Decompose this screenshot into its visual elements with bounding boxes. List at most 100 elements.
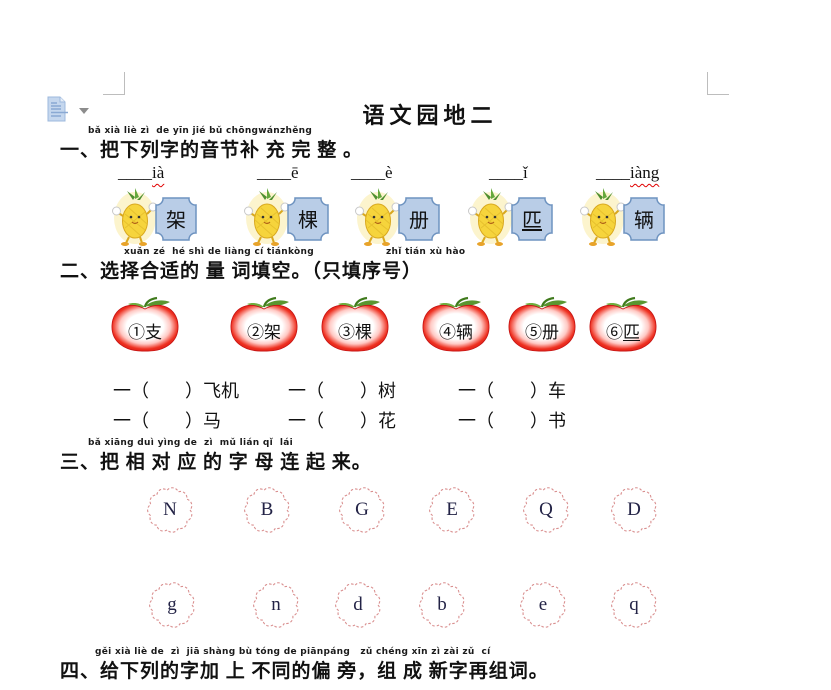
flower-frame: [339, 487, 385, 533]
apple-option[interactable]: ⑤册: [505, 295, 579, 359]
flower-frame: [429, 487, 475, 533]
pinyin-blank: ____è: [351, 163, 393, 183]
blank-line: ____: [257, 163, 291, 182]
blank-pinyin: ǐ: [523, 163, 528, 182]
letter: D: [627, 499, 641, 520]
letter-node-uppercase[interactable]: G: [339, 487, 385, 533]
letter-node-lowercase[interactable]: n: [253, 582, 299, 628]
letter-node-lowercase[interactable]: b: [419, 582, 465, 628]
fill-blank: 一（ ）书: [458, 411, 566, 431]
section2-pinyin-b: zhǐ tián xù hào: [386, 247, 466, 257]
badge-character: 匹: [522, 210, 542, 232]
apple-frame: [230, 296, 298, 352]
paste-options-button[interactable]: [44, 95, 90, 127]
apple-frame: [422, 296, 490, 352]
section4-pinyin: gěi xià liè de zì jiā shàng bù tóng de p…: [95, 647, 491, 657]
letter: n: [271, 594, 281, 615]
letter: q: [629, 594, 639, 615]
option-number: ⑥: [606, 323, 623, 342]
fill-blank: 一（ ）花: [288, 411, 396, 431]
measure-word: 册: [542, 323, 559, 342]
page-margin-corner-tl: [103, 72, 125, 95]
apple-frame: [321, 296, 389, 352]
character-badge: 棵: [284, 194, 332, 244]
pineapple-mascot: [354, 186, 401, 251]
section1-heading: 一、把下列字的音节补 充 完 整 。: [60, 140, 364, 161]
letter: e: [538, 594, 548, 615]
flower-frame: [335, 582, 381, 628]
apple-option[interactable]: ②架: [227, 295, 301, 359]
apple-label: ②架: [227, 318, 301, 343]
apple-label: ③棵: [318, 318, 392, 343]
fill-blank: 一（ ）马: [113, 411, 221, 431]
measure-word: 辆: [456, 323, 473, 342]
letter-node-uppercase[interactable]: Q: [523, 487, 569, 533]
fill-blank: 一（ ）车: [458, 381, 566, 401]
apple-frame: [111, 296, 179, 352]
section2-heading: 二、选择合适的 量 词填空。（只填序号）: [60, 261, 423, 282]
pineapple-mascot: [579, 186, 626, 251]
letter-node-uppercase[interactable]: B: [244, 487, 290, 533]
measure-word: 支: [145, 323, 162, 342]
letter-node-uppercase[interactable]: D: [611, 487, 657, 533]
letter: E: [446, 499, 458, 520]
flower-frame: [149, 582, 195, 628]
flower-frame: [520, 582, 566, 628]
pineapple-mascot: [111, 186, 158, 251]
flower-frame: [147, 487, 193, 533]
option-number: ⑤: [525, 323, 542, 342]
apple-frame: [508, 296, 576, 352]
pineapple-mascot: [243, 186, 290, 251]
letter-node-lowercase[interactable]: g: [149, 582, 195, 628]
letter-node-lowercase[interactable]: q: [611, 582, 657, 628]
blank-line: ____: [118, 163, 152, 182]
fill-blank: 一（ ）树: [288, 381, 396, 401]
character-card[interactable]: 架: [111, 186, 200, 251]
flower-frame: [253, 582, 299, 628]
apple-frame: [589, 296, 657, 352]
letter: G: [355, 499, 369, 520]
option-number: ①: [128, 323, 145, 342]
letter-node-uppercase[interactable]: N: [147, 487, 193, 533]
character-badge: 架: [152, 194, 200, 244]
blank-line: ____: [596, 163, 630, 182]
flower-frame: [611, 582, 657, 628]
flower-frame: [611, 487, 657, 533]
section3-heading: 三、把 相 对 应 的 字 母 连 起 来。: [60, 452, 372, 473]
blank-line: ____: [489, 163, 523, 182]
apple-option[interactable]: ①支: [108, 295, 182, 359]
blank-pinyin: è: [385, 163, 393, 182]
flower-frame: [419, 582, 465, 628]
option-number: ④: [439, 323, 456, 342]
letter-node-uppercase[interactable]: E: [429, 487, 475, 533]
pinyin-blank: ____ē: [257, 163, 299, 183]
dropdown-arrow-icon[interactable]: [79, 108, 89, 114]
section2-pinyin-a: xuǎn zé hé shì de liàng cí tiánkòng: [124, 247, 314, 257]
apple-option[interactable]: ③棵: [318, 295, 392, 359]
blank-pinyin: ē: [291, 163, 299, 182]
badge-character: 辆: [634, 210, 654, 232]
character-card[interactable]: 册: [354, 186, 443, 251]
letter: d: [353, 594, 363, 615]
flower-frame: [244, 487, 290, 533]
badge-character: 册: [409, 210, 429, 232]
letter: Q: [539, 499, 553, 520]
section1-pinyin: bǎ xià liè zì de yīn jié bǔ chōngwánzhěn…: [88, 126, 313, 136]
letter: g: [167, 594, 177, 615]
character-badge: 册: [395, 194, 443, 244]
character-card[interactable]: 辆: [579, 186, 668, 251]
pinyin-blank: ____iàng: [596, 163, 659, 183]
letter-node-lowercase[interactable]: d: [335, 582, 381, 628]
letter-node-lowercase[interactable]: e: [520, 582, 566, 628]
option-number: ③: [338, 323, 355, 342]
apple-option[interactable]: ④辆: [419, 295, 493, 359]
apple-label: ①支: [108, 318, 182, 343]
measure-word: 匹: [623, 323, 640, 342]
page-margin-corner-tr: [707, 72, 729, 95]
apple-option[interactable]: ⑥匹: [586, 295, 660, 359]
pineapple-mascot: [467, 186, 514, 251]
apple-label: ④辆: [419, 318, 493, 343]
character-card[interactable]: 匹: [467, 186, 556, 251]
character-card[interactable]: 棵: [243, 186, 332, 251]
